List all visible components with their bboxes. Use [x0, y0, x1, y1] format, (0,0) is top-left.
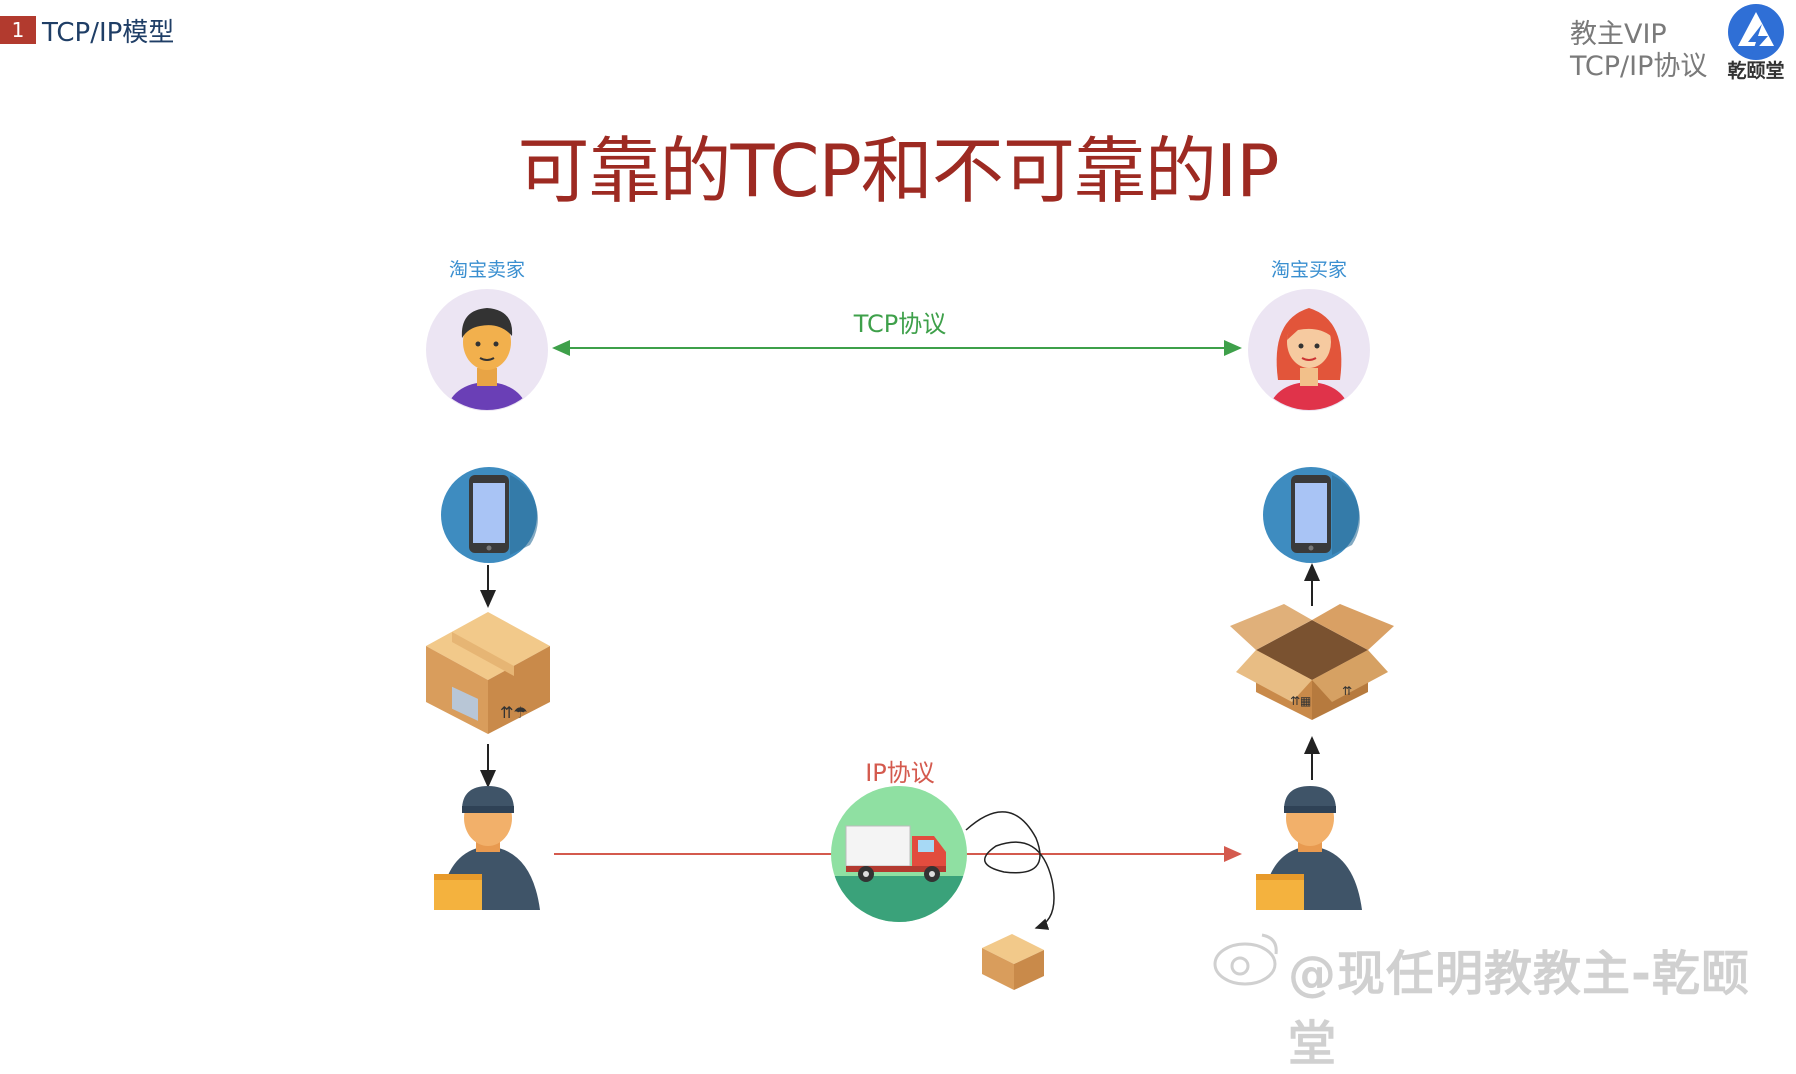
buyer-avatar-icon	[1248, 289, 1370, 411]
section-number-badge: 1	[0, 16, 36, 44]
lost-box-icon	[982, 934, 1044, 990]
svg-text:⇈: ⇈	[1342, 684, 1352, 698]
weibo-icon	[1213, 933, 1278, 986]
tcp-ip-diagram: ⇈☂ ⇈▦ ⇈	[426, 289, 1394, 990]
brand-line-1: 教主VIP	[1570, 19, 1667, 50]
seller-label: 淘宝卖家	[448, 259, 525, 281]
seller-avatar-icon	[426, 289, 548, 411]
slide-title: 可靠的TCP和不可靠的IP	[517, 129, 1279, 213]
watermark: @现任明教教主-乾颐堂	[1288, 946, 1750, 1072]
seller-courier-icon	[434, 786, 540, 910]
svg-text:⇈☂: ⇈☂	[500, 703, 528, 722]
section-title: TCP/IP模型	[42, 18, 175, 48]
truck-icon	[831, 786, 967, 922]
brand-line-2: TCP/IP协议	[1570, 51, 1708, 82]
ip-protocol-label: IP协议	[865, 759, 935, 787]
brand-logo-text: 乾颐堂	[1727, 60, 1785, 82]
lost-packet-path	[965, 811, 1055, 930]
seller-phone-icon	[441, 467, 538, 563]
buyer-phone-icon	[1263, 467, 1360, 563]
closed-box-icon: ⇈☂	[426, 612, 550, 734]
svg-text:⇈▦: ⇈▦	[1290, 694, 1311, 708]
buyer-courier-icon	[1256, 786, 1362, 910]
brand-logo-icon	[1728, 4, 1784, 60]
tcp-protocol-label: TCP协议	[853, 310, 947, 338]
buyer-label: 淘宝买家	[1270, 259, 1347, 281]
open-box-icon: ⇈▦ ⇈	[1230, 604, 1394, 720]
